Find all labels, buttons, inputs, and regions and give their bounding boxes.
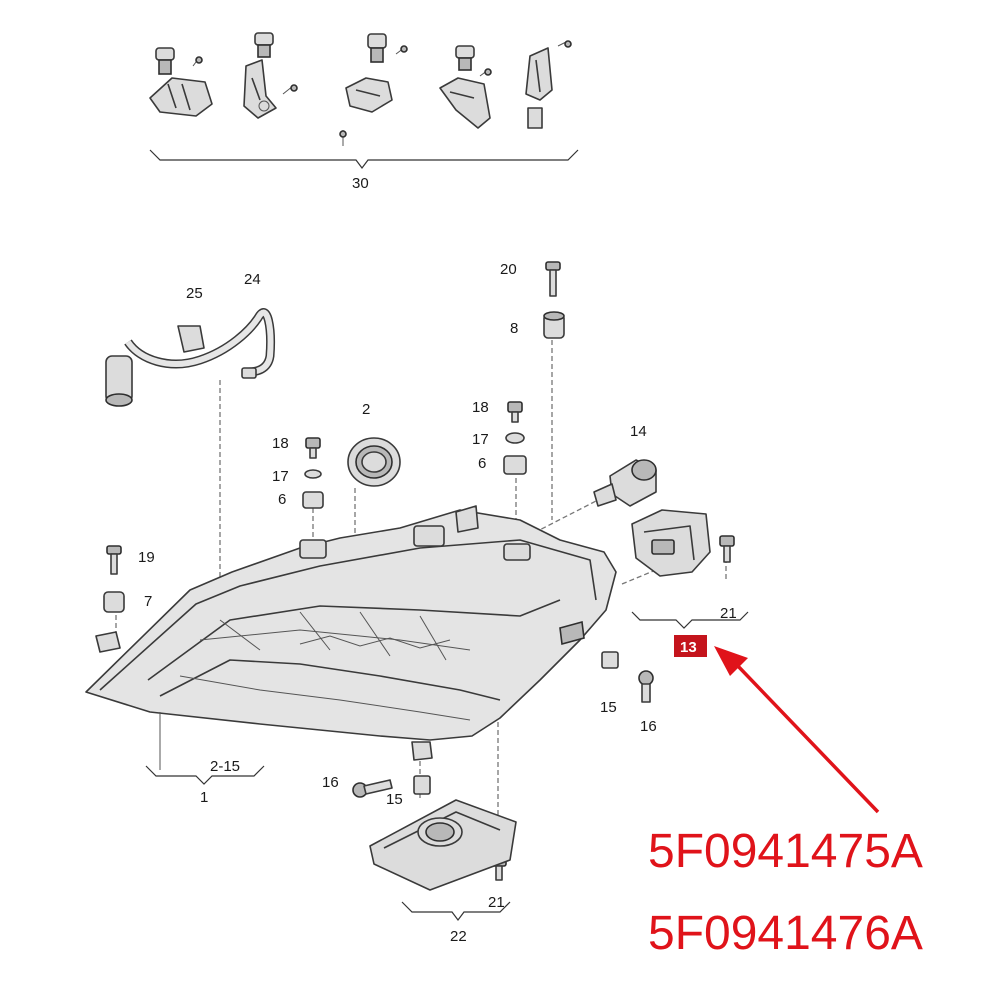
bracket-4 xyxy=(439,45,492,129)
callout-16-lower: 16 xyxy=(322,774,339,791)
bracket-1 xyxy=(149,47,213,117)
fasteners xyxy=(103,261,735,881)
callout-19: 19 xyxy=(138,549,155,566)
bulb-socket xyxy=(593,459,657,507)
mounting-bracket-kit: 30 xyxy=(149,32,579,192)
callout-labels: 20 8 25 24 2 18 17 6 18 17 6 14 19 7 21 … xyxy=(138,261,737,945)
callout-15-right: 15 xyxy=(600,699,617,716)
highlight-callout-13: 13 xyxy=(674,635,707,657)
control-module xyxy=(631,509,749,629)
callout-15-lower: 15 xyxy=(386,791,403,808)
callout-22: 22 xyxy=(450,928,467,945)
brace-1 xyxy=(145,765,265,785)
part-number-right: 5F0941476A xyxy=(648,907,923,960)
callout-20: 20 xyxy=(500,261,517,278)
callout-18-right: 18 xyxy=(472,399,489,416)
bracket-3 xyxy=(339,33,408,146)
callout-7: 7 xyxy=(144,593,152,610)
bracket-5 xyxy=(525,40,572,129)
callout-13: 13 xyxy=(680,639,697,656)
callout-25: 25 xyxy=(186,285,203,302)
callout-14: 14 xyxy=(630,423,647,440)
red-arrow xyxy=(714,646,880,814)
callout-30: 30 xyxy=(352,175,369,192)
callout-21-lower: 21 xyxy=(488,894,505,911)
ballast-module xyxy=(369,799,517,921)
callout-16-right: 16 xyxy=(640,718,657,735)
headlight-housing xyxy=(85,505,617,761)
callout-18-left: 18 xyxy=(272,435,289,452)
callout-1: 1 xyxy=(200,789,208,806)
part-number-left: 5F0941475A xyxy=(648,825,923,878)
brace-30 xyxy=(149,149,579,169)
callout-6-right: 6 xyxy=(478,455,486,472)
callout-2-15: 2-15 xyxy=(210,758,240,775)
callout-2: 2 xyxy=(362,401,370,418)
brace-13 xyxy=(631,611,749,629)
highlight-box xyxy=(674,635,707,657)
callout-21-right: 21 xyxy=(720,605,737,622)
bracket-2 xyxy=(243,32,298,119)
breather-hose xyxy=(105,308,275,407)
callout-24: 24 xyxy=(244,271,261,288)
callout-17-left: 17 xyxy=(272,468,289,485)
brace-22 xyxy=(401,901,511,921)
callout-6-left: 6 xyxy=(278,491,286,508)
callout-17-right: 17 xyxy=(472,431,489,448)
callout-8: 8 xyxy=(510,320,518,337)
